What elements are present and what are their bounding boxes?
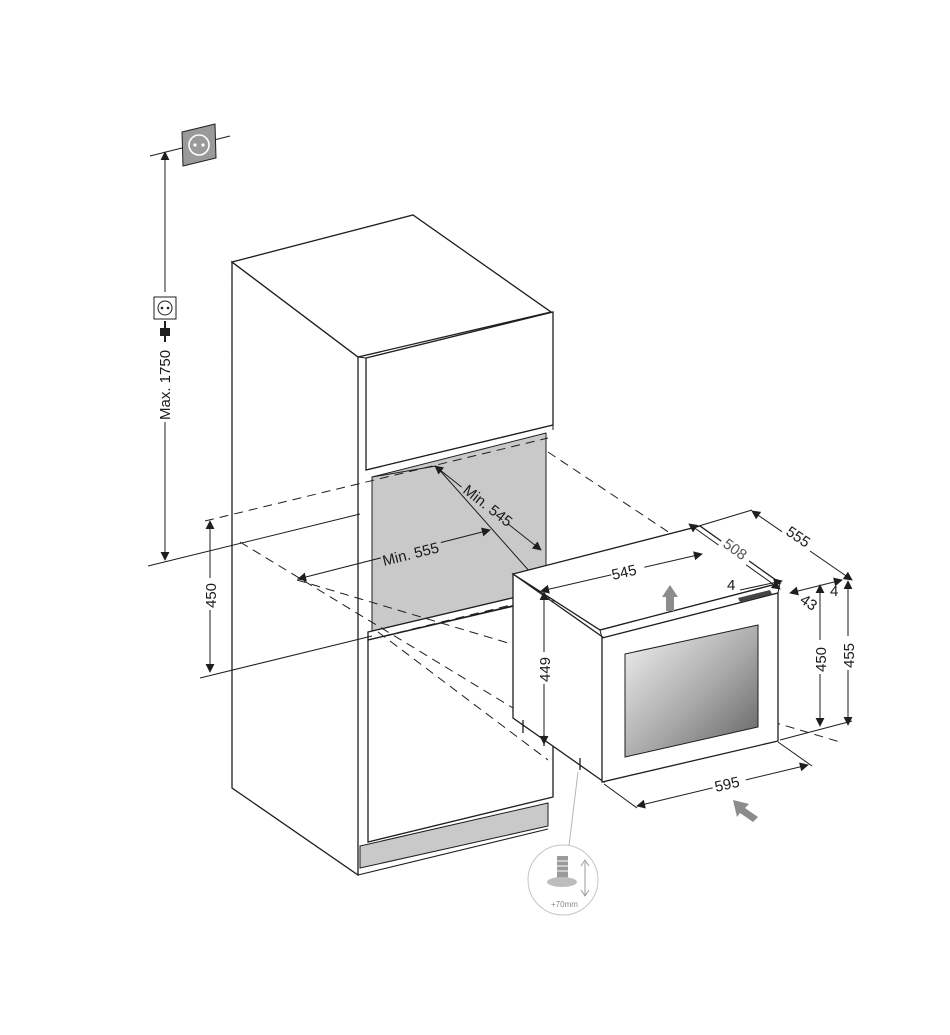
appliance-width-label: 545 (610, 562, 638, 584)
gap-label-b: 4 (830, 583, 838, 600)
overall-depth-dimension: 555 (751, 510, 853, 581)
wall-socket-icon (149, 123, 231, 167)
glass-door (624, 624, 759, 758)
right-height-dimension: 450 (810, 584, 830, 727)
door-depth-label: 43 (797, 591, 820, 614)
plinth (359, 802, 549, 869)
front-width-label: 595 (713, 774, 741, 796)
niche-height-label: 450 (203, 583, 220, 608)
foot-adjust-label: +70mm (551, 900, 578, 909)
socket-height-dimension: Max. 1750 (153, 151, 177, 561)
socket-height-label: Max. 1750 (157, 350, 174, 420)
overall-height-label: 455 (841, 643, 858, 668)
tall-cabinet (230, 214, 554, 877)
overall-height-dimension: 455 (838, 580, 858, 726)
adjustable-foot-icon: +70mm (527, 771, 599, 916)
gap-label-a: 4 (727, 577, 735, 594)
body-height-dimension: 449 (534, 591, 554, 745)
right-height-label: 450 (813, 647, 830, 672)
niche-height-dimension: 450 (200, 520, 220, 673)
plug-icon (153, 296, 177, 342)
airflow-inlet-arrow-icon (733, 800, 758, 822)
appliance-width-dimension: 545 (540, 551, 703, 594)
front-width-dimension: 595 (603, 741, 813, 809)
body-height-label: 449 (537, 657, 554, 682)
